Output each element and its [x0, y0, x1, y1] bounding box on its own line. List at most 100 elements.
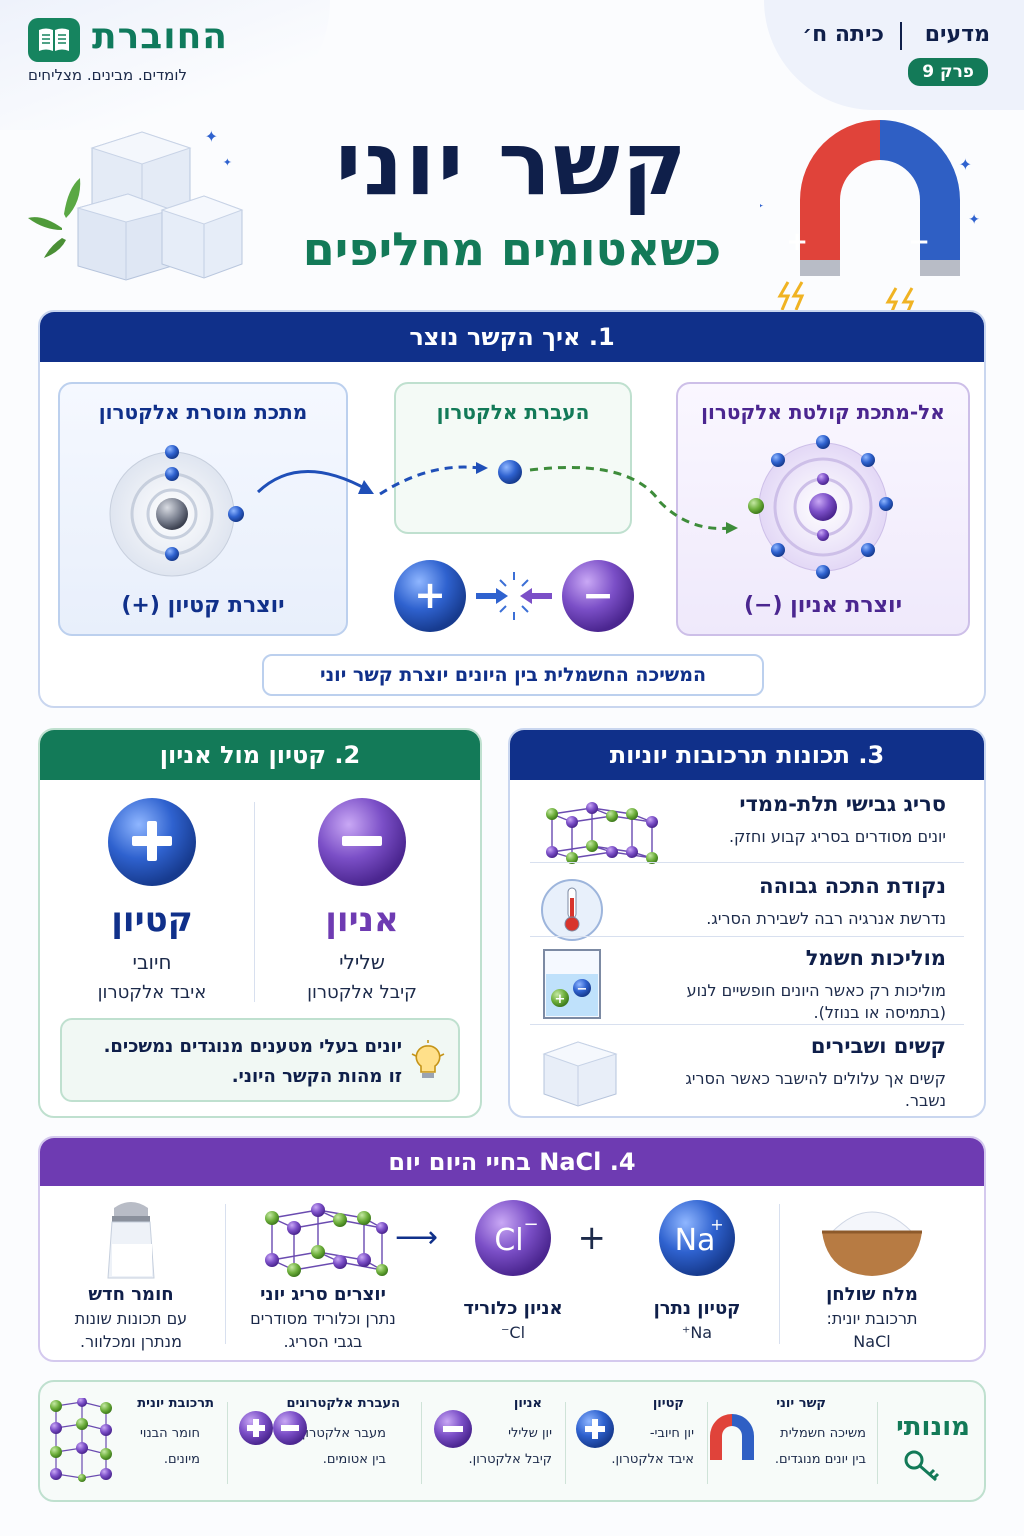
- magnet-small-icon: [710, 1414, 754, 1460]
- property-separator: [530, 862, 964, 863]
- salt-title: מלח שולחן: [826, 1284, 918, 1305]
- sodium-column: Na + קטיון נתרן Na⁺: [632, 1198, 762, 1342]
- nonmetal-box: אל-מתכת קולטת אלקטרון יוצרת אניון (−): [676, 382, 970, 636]
- salt-cubes-illustration: ✦ ✦: [28, 127, 244, 281]
- sodium-title: קטיון נתרן: [653, 1298, 741, 1319]
- svg-text:✦: ✦: [205, 127, 218, 146]
- header-decoration-right: [764, 0, 1024, 110]
- plus-sign: +: [577, 1218, 607, 1258]
- svg-text:+: +: [414, 573, 446, 617]
- glossary-def-line2: בין יונים מנוגדים.: [774, 1452, 866, 1467]
- tip-text: יונים בעלי מטענים מנוגדים נמשכים. זו מהו…: [104, 1032, 402, 1092]
- property-desc: יונים מסודרים בסריג קבוע וחזק.: [728, 827, 946, 846]
- glossary-term: תרכובת יונית: [137, 1396, 214, 1411]
- ions-attraction-diagram: + −: [394, 560, 634, 632]
- ion-pair-small-icon: [239, 1411, 307, 1445]
- svg-text:✦: ✦: [968, 212, 980, 228]
- glossary-heading: מונותי: [896, 1412, 970, 1442]
- glossary-term: אניון: [513, 1396, 542, 1411]
- glossary-item-cation: קטיון יון חיובי- איבד אלקטרון.: [574, 1396, 694, 1490]
- tip-line-1: יונים בעלי מטענים מנוגדים נמשכים.: [103, 1036, 402, 1057]
- lattice-line1: נתרן וכלוריד מסודרים: [250, 1309, 396, 1328]
- column-separator: [225, 1204, 226, 1344]
- glossary-separator: [421, 1402, 422, 1484]
- property-title: קשים ושבירים: [810, 1034, 946, 1058]
- key-icon: [904, 1450, 940, 1482]
- glossary-term: העברת אלקטרונים: [286, 1396, 400, 1411]
- subject-label: מדעים: [924, 22, 990, 47]
- new-material-line2: מנתרן ומכלוור.: [80, 1332, 182, 1351]
- glossary-item-ionic-bond: קשר יוני משיכה חשמלית בין יונים מנוגדים.: [710, 1396, 866, 1490]
- sodium-charge: +: [710, 1215, 723, 1234]
- nonmetal-result: יוצרת אניון (−): [743, 593, 903, 618]
- transfer-box: העברת אלקטרון: [394, 382, 632, 534]
- glossary-def-line2: מיונים.: [163, 1452, 200, 1467]
- glossary-def-line1: יון שלילי: [508, 1426, 552, 1441]
- new-material-title: חומר חדש: [88, 1284, 174, 1305]
- anion-desc: קיבל אלקטרון: [307, 982, 417, 1003]
- cation-ion-icon: [108, 798, 196, 886]
- section-cation-vs-anion: 2. קטיון מול אניון אניון שלילי קיבל אלקט…: [38, 728, 482, 1118]
- table-salt-column: מלח שולחן תרכובת יונית: NaCl: [782, 1196, 962, 1351]
- metal-atom-diagram: [109, 445, 244, 577]
- metal-box: מתכת מוסרת אלקטרון יוצרת קטיון (+): [58, 382, 348, 636]
- property-separator: [530, 936, 964, 937]
- conclusion-banner: המשיכה החשמלית בין היונים יוצרת קשר יוני: [262, 654, 764, 696]
- section-how-bond-forms: 1. איך הקשר נוצר מתכת מוסרת אלקטרון יוצר…: [38, 310, 986, 708]
- grade-label: כיתה ח׳: [802, 22, 884, 47]
- cation-charge: חיובי: [132, 950, 172, 974]
- property-lattice: סריג גבישי תלת-ממדי יונים מסודרים בסריג …: [530, 792, 964, 870]
- salt-formula: NaCl: [853, 1332, 891, 1351]
- glossary-def-line1: מעבר אלקטרון: [301, 1426, 386, 1441]
- anion-ion-icon: [318, 798, 406, 886]
- chloride-charge: −: [523, 1214, 538, 1235]
- glossary-term: קשר יוני: [776, 1396, 826, 1411]
- glossary-def-line2: בין אטומים.: [322, 1452, 386, 1467]
- chloride-title: אניון כלוריד: [463, 1298, 563, 1319]
- metal-title: מתכת מוסרת אלקטרון: [98, 400, 308, 424]
- section1-heading: 1. איך הקשר נוצר: [40, 312, 984, 362]
- glossary-def-line1: יון חיובי-: [649, 1426, 694, 1441]
- property-title: סריג גבישי תלת-ממדי: [739, 792, 946, 816]
- glossary-def-line2: איבד אלקטרון.: [611, 1452, 694, 1467]
- svg-text:−: −: [582, 573, 614, 617]
- section2-heading: 2. קטיון מול אניון: [40, 730, 480, 780]
- reaction-arrow: ⟶: [394, 1220, 438, 1255]
- glossary-item-electron-transfer: העברת אלקטרונים מעבר אלקטרון בין אטומים.: [238, 1396, 408, 1490]
- svg-text:✦: ✦: [223, 156, 232, 169]
- property-desc: קשים אך עלולים להישבר כאשר הסריג נשבר.: [685, 1069, 946, 1110]
- property-separator: [530, 1024, 964, 1025]
- lattice-title: יוצרים סריג יוני: [260, 1284, 386, 1305]
- book-icon: [28, 18, 80, 62]
- glossary-def-line1: משיכה חשמלית: [780, 1426, 866, 1441]
- section3-heading: 3. תכונות תרכובות יוניות: [510, 730, 984, 780]
- glossary-separator: [227, 1402, 228, 1484]
- cation-desc: איבד אלקטרון: [97, 982, 207, 1003]
- sodium-formula: Na⁺: [681, 1323, 713, 1342]
- nonmetal-atom-diagram: [748, 435, 893, 579]
- cation-column: קטיון חיובי איבד אלקטרון: [52, 796, 252, 1003]
- section4-heading: 4. NaCl בחיי היום יום: [40, 1138, 984, 1186]
- salt-line1: תרכובת יונית:: [826, 1309, 918, 1328]
- glossary-def-line2: קיבל אלקטרון.: [468, 1452, 552, 1467]
- chloride-formula: Cl⁻: [500, 1323, 526, 1342]
- transfer-title: העברת אלקטרון: [436, 400, 590, 424]
- property-desc: נדרשת אנרגיה רבה לשבירת הסריג.: [706, 909, 946, 928]
- svg-text:✦: ✦: [760, 199, 764, 213]
- electron-transfer-arrows: [256, 460, 738, 534]
- salt-shaker-icon: [107, 1202, 155, 1279]
- salt-crystal-icon: [542, 1041, 618, 1107]
- nonmetal-title: אל-מתכת קולטת אלקטרון: [701, 400, 945, 424]
- section-ionic-properties: 3. תכונות תרכובות יוניות סריג גבישי תלת-…: [508, 728, 986, 1118]
- crystal-lattice-icon: [546, 802, 658, 864]
- new-material-line1: עם תכונות שונות: [74, 1309, 188, 1328]
- sodium-symbol: Na: [675, 1223, 716, 1258]
- sodium-ion-icon: Na +: [659, 1200, 735, 1276]
- column-separator: [779, 1204, 780, 1344]
- anion-charge: שלילי: [339, 950, 385, 974]
- salt-bowl-icon: [822, 1211, 922, 1276]
- anion-column: אניון שלילי קיבל אלקטרון: [262, 796, 462, 1003]
- glossary-separator: [877, 1402, 878, 1484]
- brand-name: החוברת: [92, 16, 229, 57]
- property-title: מוליכות חשמל: [805, 946, 946, 970]
